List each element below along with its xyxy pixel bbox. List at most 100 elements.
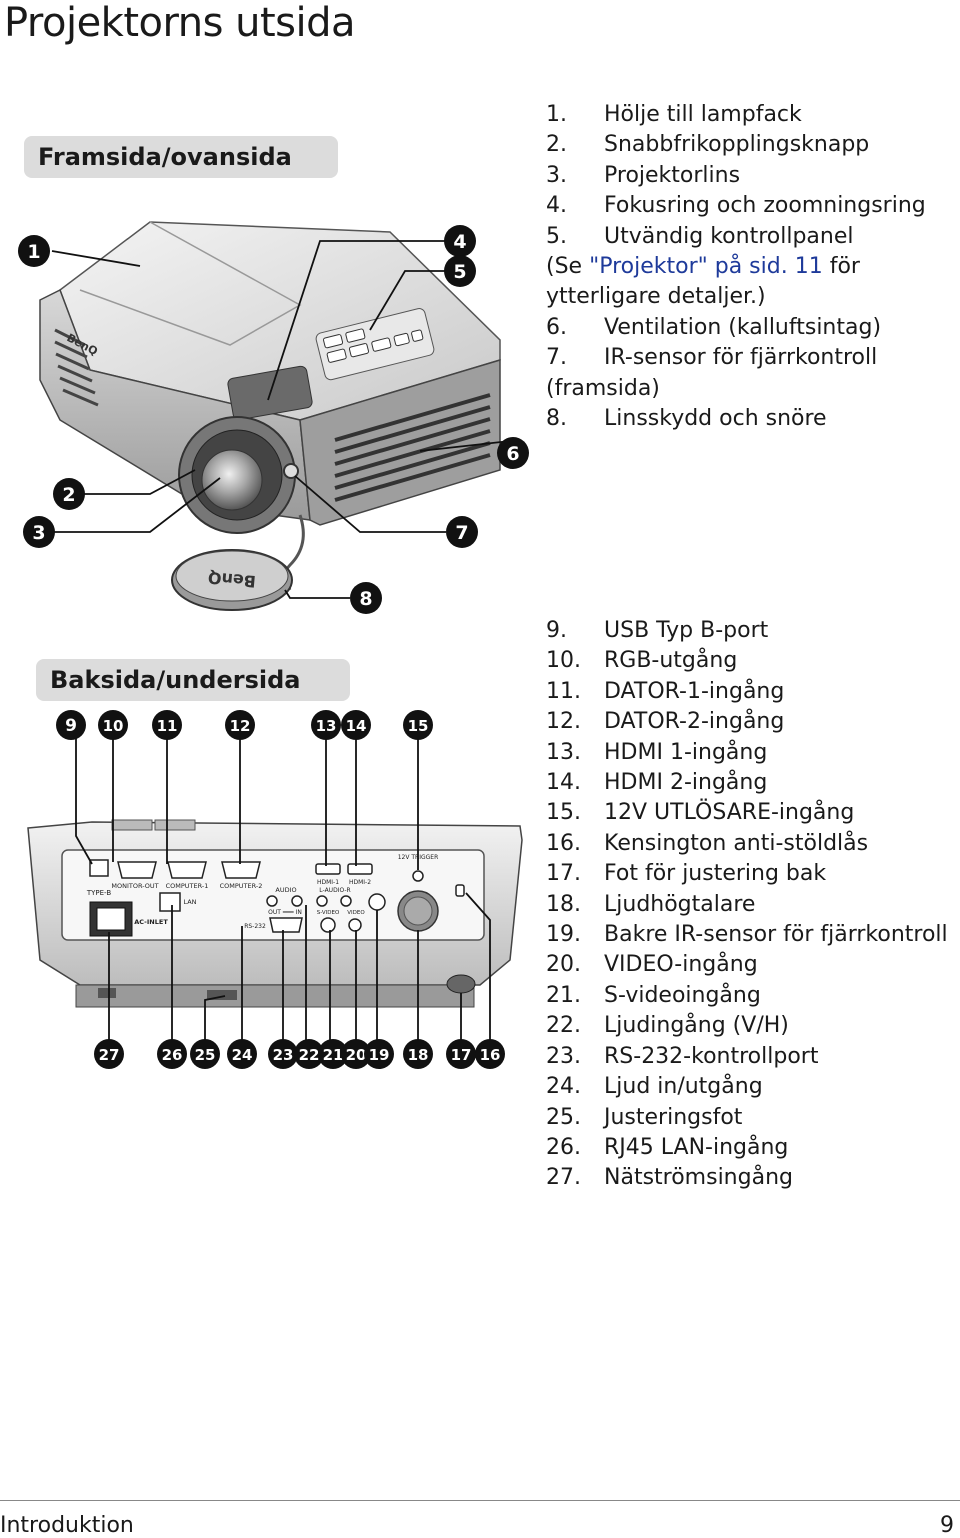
callout-9: 9 [56, 710, 86, 740]
callout-26: 26 [157, 1039, 187, 1069]
svg-text:1: 1 [27, 241, 40, 263]
callout-11: 11 [152, 710, 182, 740]
svg-text:18: 18 [408, 1046, 429, 1064]
section-back-header: Baksida/undersida [36, 659, 350, 701]
list-item: 27.Nätströmsingång [546, 1165, 793, 1191]
svg-text:14: 14 [346, 717, 367, 735]
callout-19: 19 [364, 1039, 394, 1069]
svg-text:19: 19 [369, 1046, 390, 1064]
list-item: 5.Utvändig kontrollpanel [546, 223, 854, 249]
callout-22: 22 [294, 1039, 324, 1069]
svg-text:5: 5 [453, 261, 466, 283]
callout-16: 16 [475, 1039, 505, 1069]
svg-text:11: 11 [157, 717, 178, 735]
list-item: 20.VIDEO-ingång [546, 952, 758, 978]
svg-text:22: 22 [299, 1046, 320, 1064]
ac-inlet-label: AC-INLET [134, 918, 168, 926]
monitor-out-label: MONITOR-OUT [111, 882, 158, 890]
front-parts-list: 1.Hölje till lampfack 2.Snabbfrikoppling… [546, 100, 926, 434]
list-item: 10.RGB-utgång [546, 648, 738, 674]
list-item: 14.HDMI 2-ingång [546, 770, 768, 796]
svg-text:16: 16 [480, 1046, 501, 1064]
svg-text:6: 6 [506, 443, 519, 465]
callout-15: 15 [403, 710, 433, 740]
list-item: 17.Fot för justering bak [546, 861, 827, 887]
callout-23: 23 [268, 1039, 298, 1069]
svg-text:20: 20 [346, 1046, 367, 1064]
list-item-continuation: ytterligare detaljer.) [546, 284, 766, 310]
callout-13: 13 [311, 710, 341, 740]
list-item: 16.Kensington anti-stöldlås [546, 830, 869, 856]
list-item: 19.Bakre IR-sensor för fjärrkontroll [546, 922, 948, 948]
projector-front-view: BenQ BenQ [39, 221, 501, 611]
callout-21: 21 [318, 1039, 348, 1069]
svg-text:26: 26 [162, 1046, 183, 1064]
page-number: 9 [940, 1513, 954, 1538]
svg-text:8: 8 [359, 588, 372, 610]
list-item-continuation: (framsida) [546, 375, 660, 401]
callout-18: 18 [403, 1039, 433, 1069]
callout-markers: 1 4 5 6 2 3 7 8 9 10 11 12 13 14 15 27 2… [18, 225, 529, 1069]
hdmi2-label: HDMI-2 [349, 879, 371, 886]
svg-text:25: 25 [195, 1046, 216, 1064]
svg-text:7: 7 [455, 522, 468, 544]
callout-10: 10 [98, 710, 128, 740]
front-leader-lines [51, 240, 511, 599]
svg-text:24: 24 [232, 1046, 253, 1064]
callout-3: 3 [23, 516, 55, 548]
list-item: 2.Snabbfrikopplingsknapp [546, 132, 870, 158]
callout-25: 25 [190, 1039, 220, 1069]
hdmi1-label: HDMI-1 [317, 879, 339, 886]
list-item: 23.RS-232-kontrollport [546, 1043, 819, 1069]
list-item: 15.12V UTLÖSARE-ingång [546, 800, 855, 826]
s-video-label: S-VIDEO [317, 910, 340, 916]
callout-27: 27 [94, 1039, 124, 1069]
svg-text:15: 15 [408, 717, 429, 735]
svg-text:12: 12 [230, 717, 251, 735]
back-leader-lines [71, 737, 491, 1042]
computer2-label: COMPUTER-2 [220, 882, 263, 890]
list-item: 22.Ljudingång (V/H) [546, 1013, 789, 1039]
section-front-header: Framsida/ovansida [24, 136, 338, 178]
list-item: 24.Ljud in/utgång [546, 1074, 763, 1100]
svg-text:21: 21 [323, 1046, 344, 1064]
list-item: 11.DATOR-1-ingång [546, 678, 785, 704]
callout-4: 4 [444, 225, 476, 257]
callout-12: 12 [225, 710, 255, 740]
out-in-label: OUT ━━━ IN [268, 909, 302, 916]
page-title: Projektorns utsida [4, 0, 356, 46]
list-item: 8.Linsskydd och snöre [546, 406, 827, 432]
svg-text:3: 3 [32, 522, 45, 544]
page-reference-link[interactable]: "Projektor" på sid. 11 [589, 254, 823, 280]
list-item: 26.RJ45 LAN-ingång [546, 1134, 789, 1160]
callout-14: 14 [341, 710, 371, 740]
lens-cap-logo: BenQ [207, 568, 257, 591]
svg-text:23: 23 [273, 1046, 294, 1064]
callout-20: 20 [341, 1039, 371, 1069]
list-item: 13.HDMI 1-ingång [546, 739, 768, 765]
projector-back-view: TYPE-B MONITOR-OUT COMPUTER-1 COMPUTER-2… [27, 819, 523, 1008]
audio-label: AUDIO [275, 886, 296, 894]
list-item: 12.DATOR-2-ingång [546, 709, 785, 735]
list-item: 18.Ljudhögtalare [546, 891, 756, 917]
usb-label: TYPE-B [86, 889, 111, 897]
svg-text:27: 27 [99, 1046, 120, 1064]
list-item: 3.Projektorlins [546, 162, 741, 188]
lan-label: LAN [183, 898, 196, 906]
callout-8: 8 [350, 582, 382, 614]
callout-6: 6 [497, 437, 529, 469]
svg-text:17: 17 [451, 1046, 472, 1064]
callout-7: 7 [446, 516, 478, 548]
list-item: 25.Justeringsfot [546, 1104, 743, 1130]
callout-2: 2 [53, 478, 85, 510]
footer-section-name: Introduktion [0, 1513, 134, 1538]
svg-text:4: 4 [453, 231, 466, 253]
svg-text:2: 2 [62, 484, 75, 506]
back-parts-list: 9.USB Typ B-port 10.RGB-utgång 11.DATOR-… [546, 616, 948, 1194]
callout-5: 5 [444, 255, 476, 287]
video-label: VIDEO [347, 910, 365, 916]
list-item: 1.Hölje till lampfack [546, 102, 802, 127]
svg-text:9: 9 [65, 716, 77, 736]
callout-24: 24 [227, 1039, 257, 1069]
callout-17: 17 [446, 1039, 476, 1069]
